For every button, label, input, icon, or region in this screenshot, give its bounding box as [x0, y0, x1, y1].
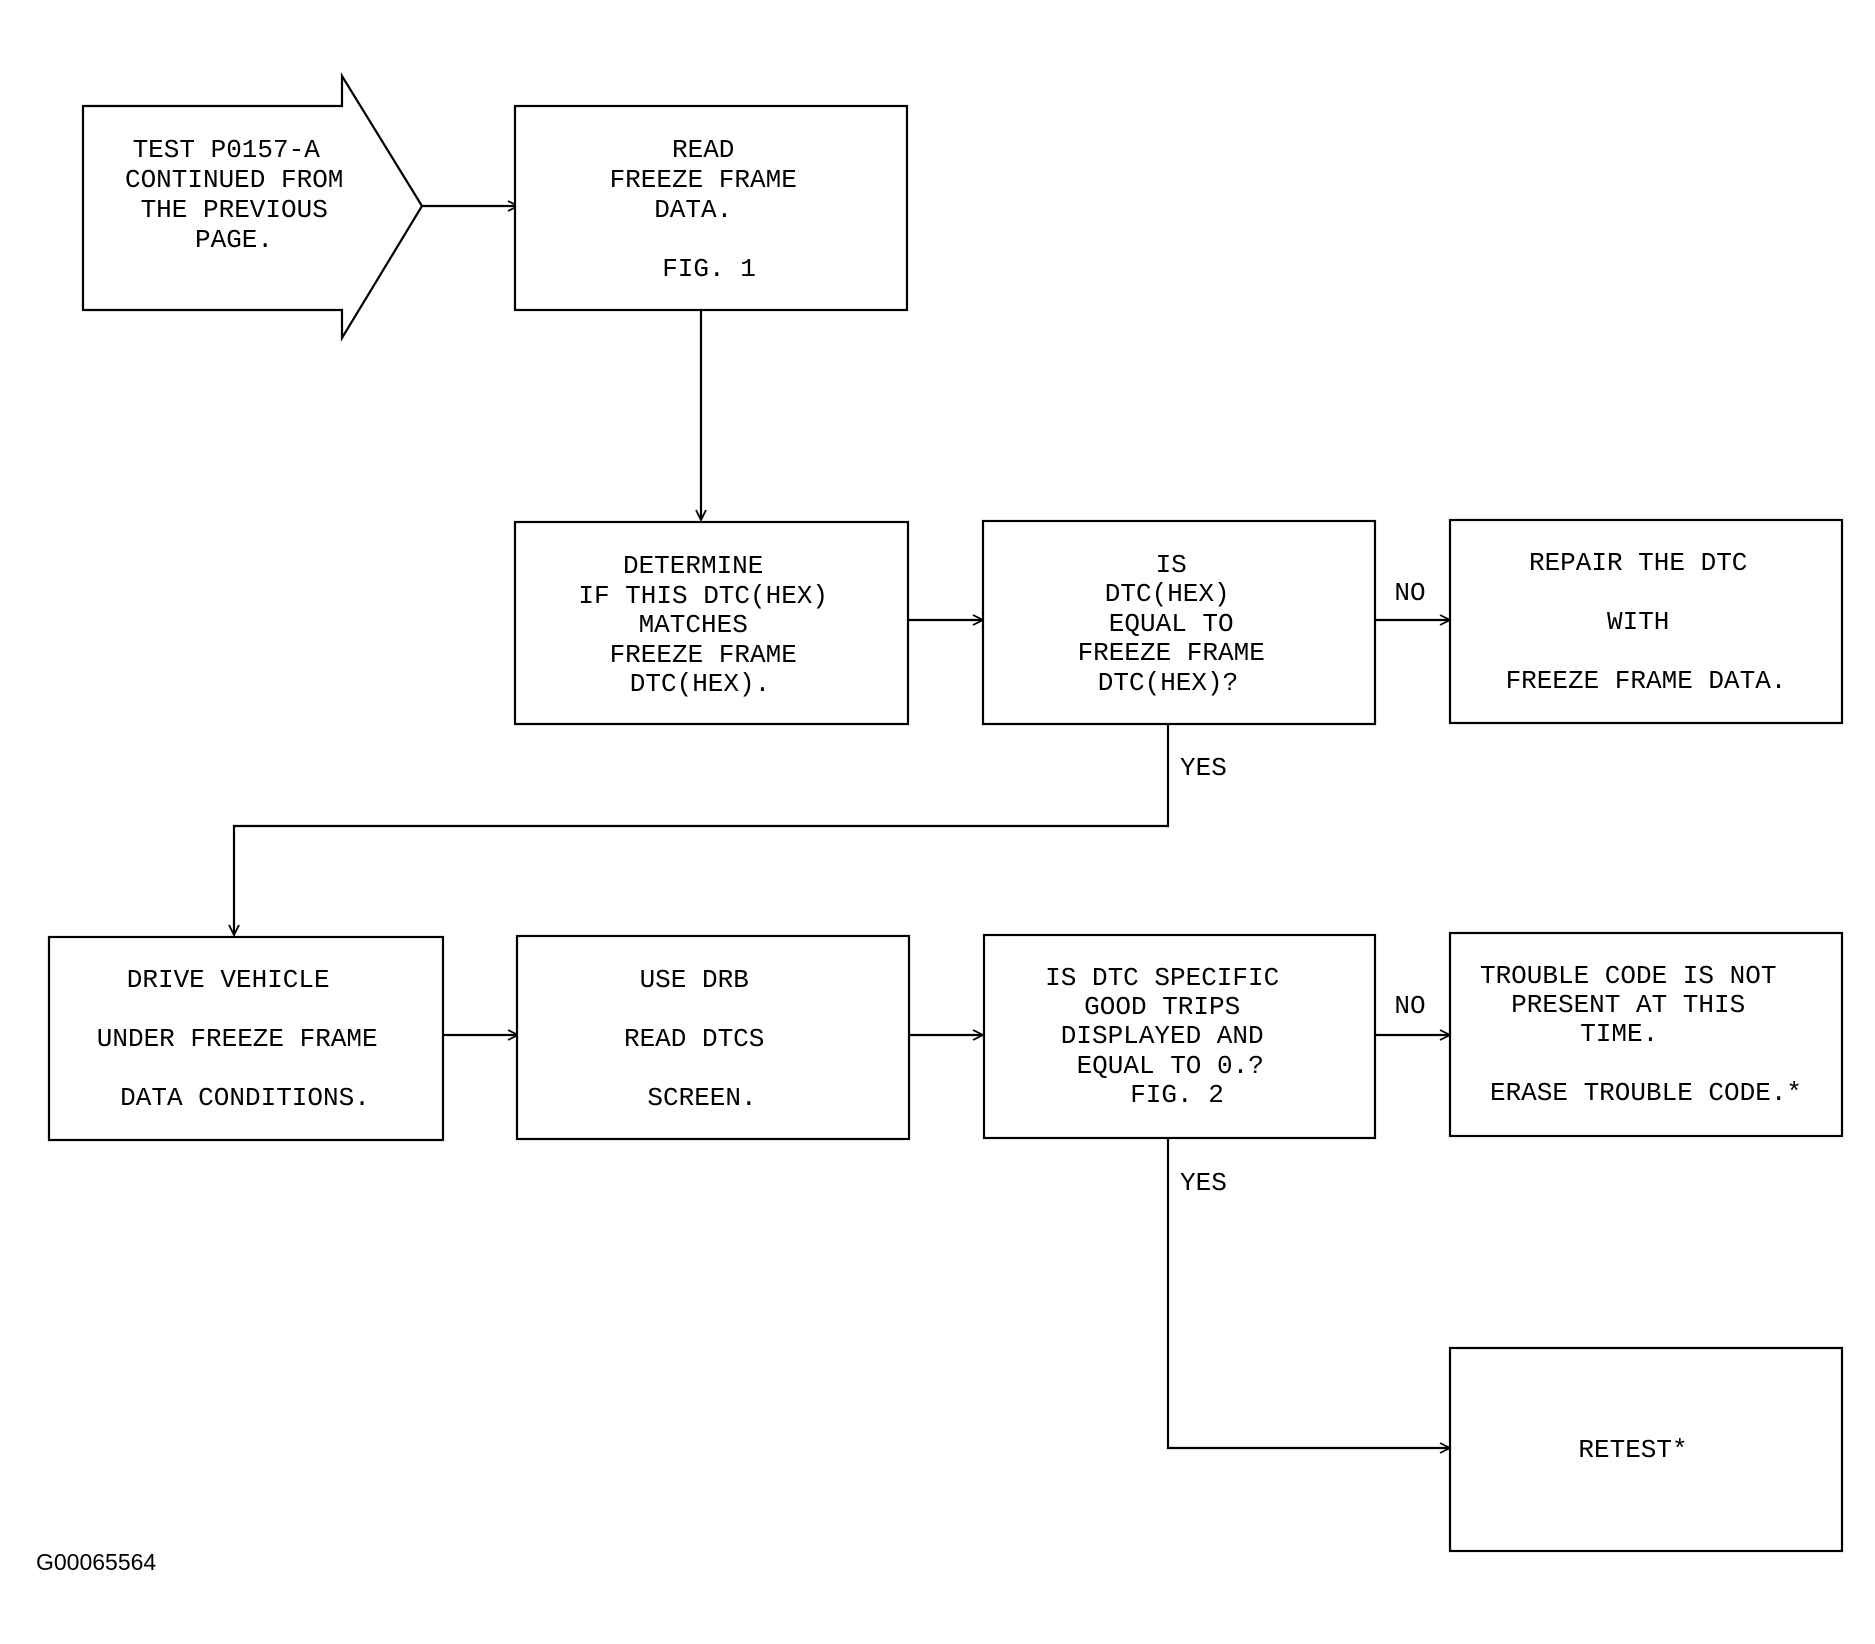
determine-node: DETERMINE IF THIS DTC(HEX) MATCHES FREEZ…: [513, 520, 910, 726]
node-text: IS DTC(HEX) EQUAL TO FREEZE FRAME DTC(HE…: [1078, 550, 1281, 698]
retest-node: RETEST*: [1448, 1346, 1844, 1553]
node-text: READ FREEZE FRAME DATA. FIG. 1: [610, 135, 813, 284]
connectors: [234, 206, 1450, 1448]
edge-goodtrips-to-retest: [1166, 1138, 1450, 1448]
node-text: TEST P0157-A CONTINUED FROM THE PREVIOUS…: [125, 135, 359, 255]
node-text: TROUBLE CODE IS NOT PRESENT AT THIS TIME…: [1480, 961, 1802, 1108]
figure-id: G00065564: [36, 1549, 156, 1575]
read-freeze-frame-node: READ FREEZE FRAME DATA. FIG. 1: [513, 104, 909, 312]
edge-label-no: NO: [1394, 578, 1425, 608]
repair-dtc-node: REPAIR THE DTC WITH FREEZE FRAME DATA.: [1448, 518, 1844, 725]
node-text: IS DTC SPECIFIC GOOD TRIPS DISPLAYED AND…: [1045, 963, 1295, 1110]
node-text: RETEST*: [1578, 1435, 1687, 1465]
node-text: REPAIR THE DTC WITH FREEZE FRAME DATA.: [1506, 548, 1787, 696]
trouble-code-not-present-node: TROUBLE CODE IS NOT PRESENT AT THIS TIME…: [1448, 931, 1844, 1138]
is-dtc-equal-node: IS DTC(HEX) EQUAL TO FREEZE FRAME DTC(HE…: [981, 519, 1377, 726]
node-text: DRIVE VEHICLE UNDER FREEZE FRAME DATA CO…: [97, 965, 393, 1113]
edge-label-yes: YES: [1180, 753, 1227, 783]
node-text: USE DRB READ DTCS SCREEN.: [624, 965, 780, 1113]
edge-label-yes: YES: [1180, 1168, 1227, 1198]
use-drb-node: USE DRB READ DTCS SCREEN.: [515, 934, 911, 1141]
drive-vehicle-node: DRIVE VEHICLE UNDER FREEZE FRAME DATA CO…: [47, 935, 445, 1142]
edge-isequal-to-drive: [234, 724, 1170, 935]
edge-label-no: NO: [1394, 991, 1425, 1021]
node-text: DETERMINE IF THIS DTC(HEX) MATCHES FREEZ…: [578, 551, 843, 699]
is-good-trips-node: IS DTC SPECIFIC GOOD TRIPS DISPLAYED AND…: [982, 933, 1377, 1140]
start-arrow-node: TEST P0157-A CONTINUED FROM THE PREVIOUS…: [81, 72, 424, 342]
